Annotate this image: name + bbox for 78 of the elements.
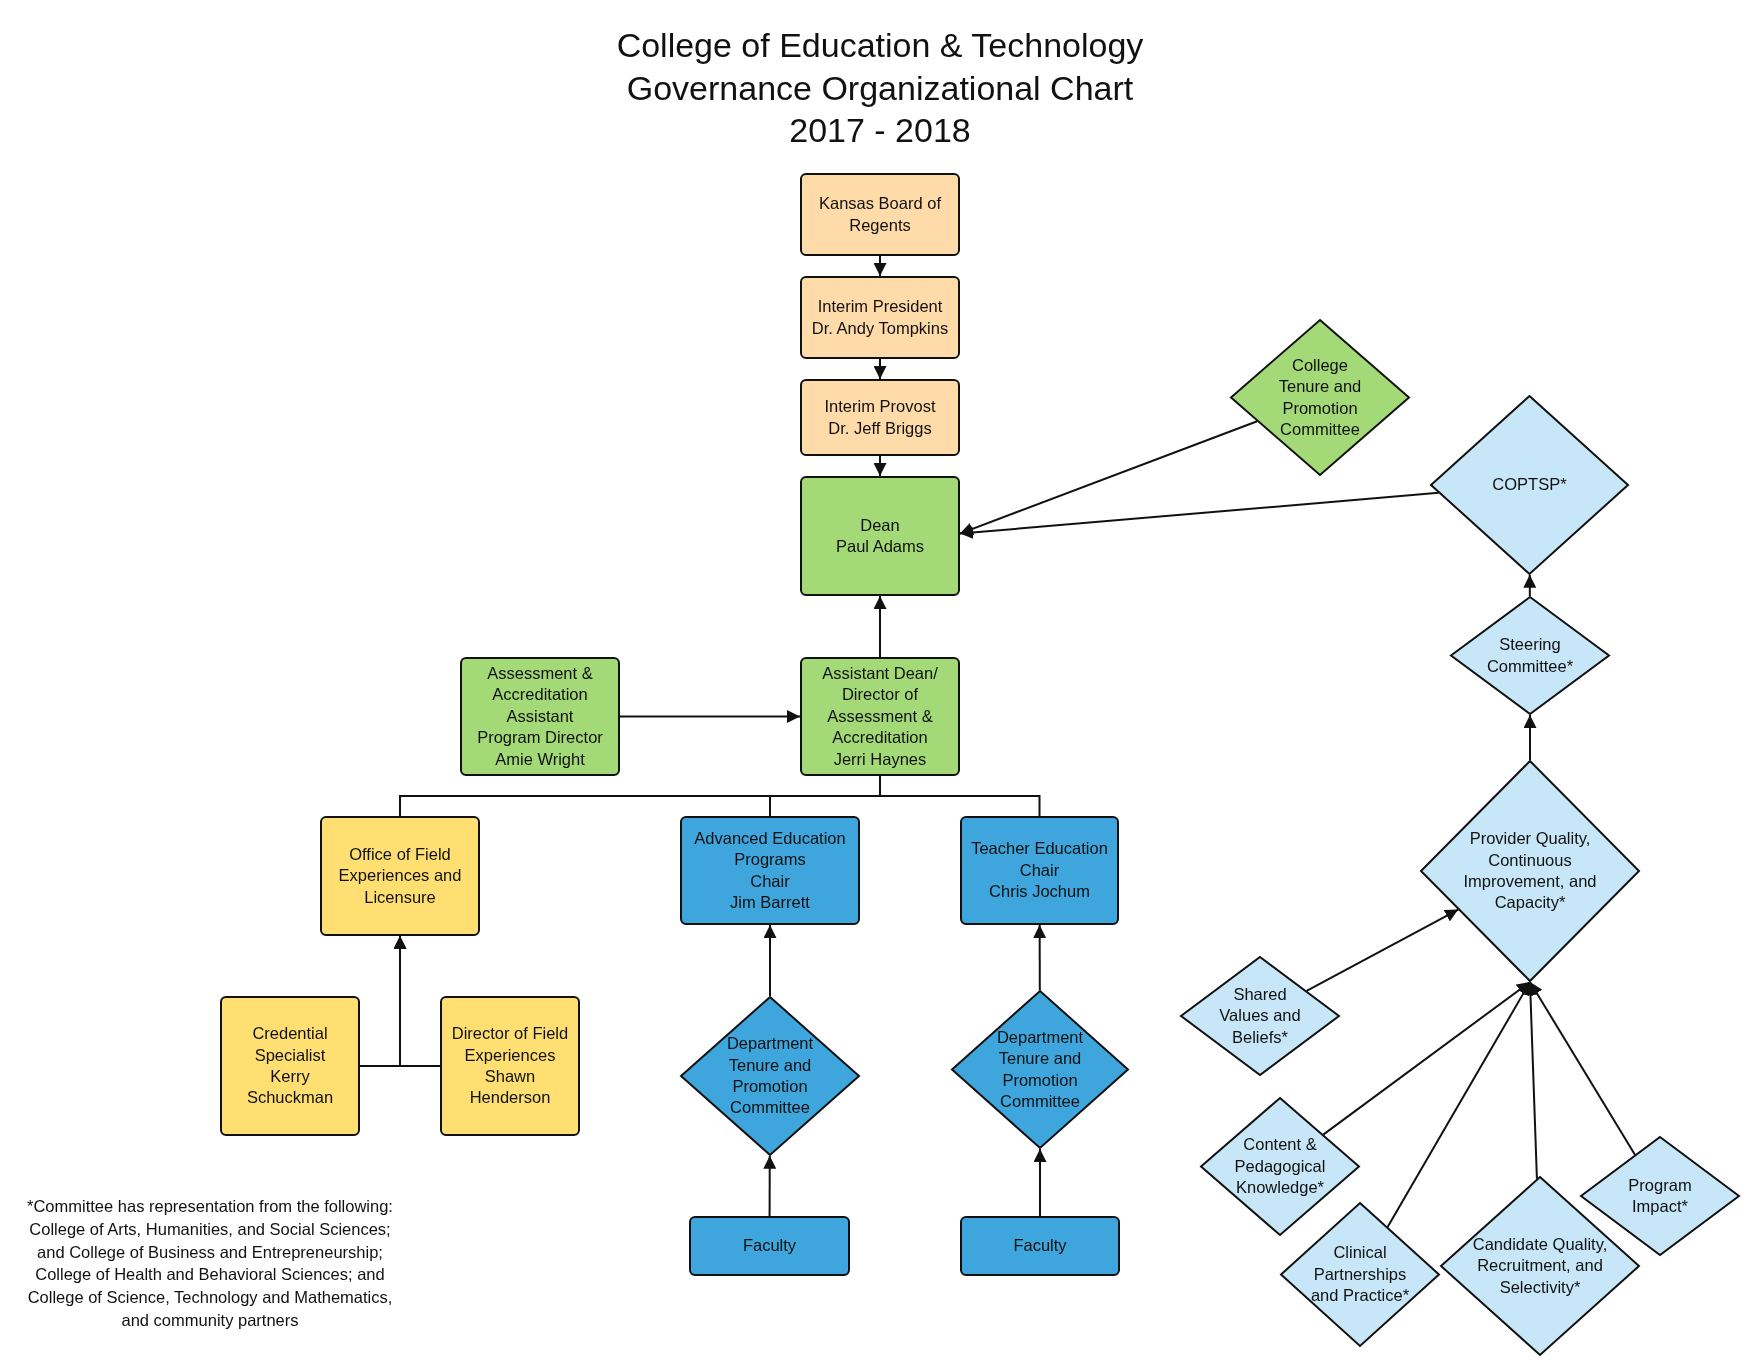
role-title: Advanced Education Programs xyxy=(693,827,847,871)
person-name: Paul Adams xyxy=(834,536,926,557)
committee-diamond xyxy=(680,996,860,1156)
arrow xyxy=(1033,1148,1047,1217)
arrow xyxy=(1386,981,1531,1228)
arrow xyxy=(619,710,801,723)
role-title: COPTSP* xyxy=(1491,474,1568,496)
role-box xyxy=(440,996,580,1136)
arrow xyxy=(873,455,887,477)
role-title: Shared Values and Beliefs* xyxy=(1218,983,1302,1048)
role-box xyxy=(800,379,960,456)
person-name: Jim Barrett xyxy=(729,891,811,913)
role-box xyxy=(800,173,960,256)
committee-diamond xyxy=(1230,319,1410,476)
role-title: Program Impact* xyxy=(1627,1174,1693,1217)
role-title: Steering Committee* xyxy=(1485,634,1575,677)
person-name: Shawn Henderson xyxy=(468,1066,552,1109)
committee-diamond xyxy=(1280,1202,1440,1347)
arrow xyxy=(959,491,1440,539)
role-title: Interim Provost xyxy=(823,396,937,418)
role-box xyxy=(460,657,620,776)
arrow xyxy=(1033,924,1047,992)
person-name: Chris Jochum xyxy=(988,881,1091,903)
role-title: Content & Pedagogical Knowledge* xyxy=(1233,1134,1327,1199)
role-title: Interim President xyxy=(816,296,944,318)
role-title: Department Tenure and Promotion Committee xyxy=(725,1033,815,1119)
footnote: *Committee has representation from the following: College of Arts, Humanities, and Social Sciences; and College of Business and Entrepreneurship; College of Health and Behavioral Sciences; and College of Science, Technology and Mathematics, and community partners xyxy=(26,1196,394,1331)
person-name: Kerry Schuckman xyxy=(245,1066,335,1109)
person-name: Dr. Jeff Briggs xyxy=(827,417,933,439)
role-title: Faculty xyxy=(741,1235,798,1257)
arrow xyxy=(873,358,887,380)
arrow xyxy=(763,924,777,997)
person-name: Amie Wright xyxy=(494,748,586,770)
role-title: Clinical Partnerships and Practice* xyxy=(1309,1242,1411,1307)
person-name: Chair xyxy=(1018,859,1061,881)
committee-diamond xyxy=(951,990,1129,1149)
role-title: Credential Specialist xyxy=(251,1023,329,1066)
role-box xyxy=(220,996,360,1136)
committee-diamond xyxy=(1200,1097,1360,1236)
person-name: Jerri Haynes xyxy=(832,748,928,770)
role-box xyxy=(800,276,960,359)
role-title: Kansas Board of Regents xyxy=(818,193,942,236)
role-box xyxy=(800,657,960,776)
arrow xyxy=(873,255,887,277)
arrow xyxy=(763,1154,777,1217)
chart-title: College of Education & Technology Governance Organizational Chart 2017 - 2018 xyxy=(615,25,1145,151)
role-title: Director of Field Experiences xyxy=(450,1023,570,1066)
role-title: Candidate Quality, Recruitment, and Selectivity* xyxy=(1471,1233,1609,1298)
role-title: Faculty xyxy=(1012,1235,1068,1257)
role-title: Dean xyxy=(859,514,901,536)
role-box xyxy=(680,816,860,925)
role-title: Office of Field Experiences and Licensure xyxy=(337,843,463,908)
role-box xyxy=(800,476,960,596)
arrow xyxy=(1322,981,1531,1136)
role-box xyxy=(689,1216,850,1276)
committee-diamond xyxy=(1180,956,1340,1076)
role-box xyxy=(320,816,480,936)
arrow xyxy=(1529,981,1636,1156)
committee-diamond xyxy=(1450,596,1610,715)
committee-diamond xyxy=(1420,760,1640,982)
person-name: Chair xyxy=(749,870,791,892)
role-title: College Tenure and Promotion Committee xyxy=(1277,354,1363,440)
role-title: Department Tenure and Promotion Committee xyxy=(995,1026,1085,1112)
person-name: Dr. Andy Tompkins xyxy=(810,317,950,339)
arrow xyxy=(1305,908,1460,992)
role-title: Assessment & Accreditation Assistant Program Director xyxy=(476,662,604,749)
role-title: Teacher Education xyxy=(970,838,1109,860)
arrow xyxy=(1523,714,1537,761)
role-box xyxy=(960,816,1119,925)
committee-diamond xyxy=(1430,395,1629,575)
role-box xyxy=(960,1216,1120,1276)
arrow xyxy=(1523,573,1537,598)
role-title: Assistant Dean/ Director of Assessment & Accreditation xyxy=(821,662,939,749)
arrow xyxy=(873,595,887,658)
role-title: Provider Quality, Continuous Improvement, and Capacity* xyxy=(1462,828,1598,914)
arrow xyxy=(1523,981,1538,1180)
arrow xyxy=(393,935,441,1067)
arrow xyxy=(959,420,1259,536)
